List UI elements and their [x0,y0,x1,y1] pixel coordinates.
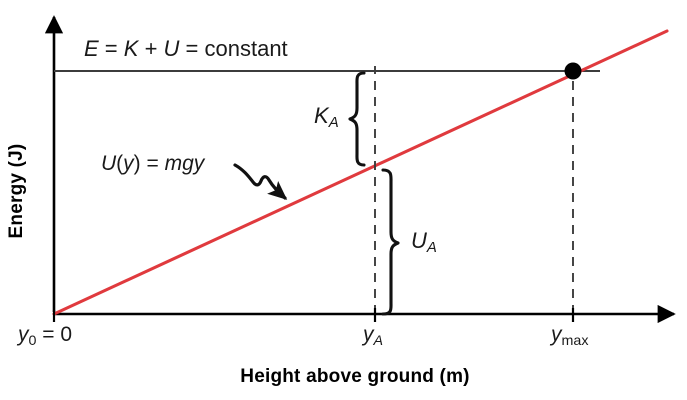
symbol-y0-base: y [18,323,29,346]
symbol-E: E [84,36,99,61]
symbol-y-arg: y [123,152,134,175]
x-tick-label-ya: yA [363,323,383,349]
equals-1: = [98,36,124,61]
total-energy-equation-label: E = K + U = constant [84,36,288,62]
symbol-y0-sub: 0 [28,332,37,349]
x-axis-label: Height above ground (m) [240,366,470,387]
plus-sign: + [138,36,164,61]
x-tick-label-ymax: ymax [551,323,588,349]
brace-kinetic-energy [348,71,366,167]
symbol-K-A-base: K [314,103,329,128]
potential-energy-bracket-label: UA [411,228,437,256]
symbol-ymax-base: y [551,323,562,346]
symbol-U-A-sub: A [426,239,437,257]
brace-potential-energy [381,168,400,316]
symbol-mgy: mgy [164,152,205,175]
symbol-U-A-base: U [411,228,427,253]
annotation-squiggle-arrow [233,163,288,200]
paren-close: ) [133,152,141,175]
paren-open: ( [116,152,124,175]
y-axis-label: Energy (J) [6,143,27,239]
equals-constant: = constant [179,36,288,61]
symbol-yA-base: y [363,323,374,346]
symbol-y0-suffix: = 0 [36,323,73,346]
equals-2: = [140,152,165,175]
symbol-U: U [163,36,180,61]
symbol-ymax-sub: max [561,332,589,349]
x-tick-label-y0: y0 = 0 [18,323,72,349]
turning-point-dot [564,62,582,80]
symbol-K-A-sub: A [328,114,339,132]
potential-energy-equation-label: U(y) = mgy [101,152,204,176]
symbol-U-func: U [101,152,117,175]
kinetic-energy-bracket-label: KA [314,103,339,131]
symbol-K: K [123,36,139,61]
symbol-yA-sub: A [373,332,384,349]
potential-energy-line [52,29,669,316]
